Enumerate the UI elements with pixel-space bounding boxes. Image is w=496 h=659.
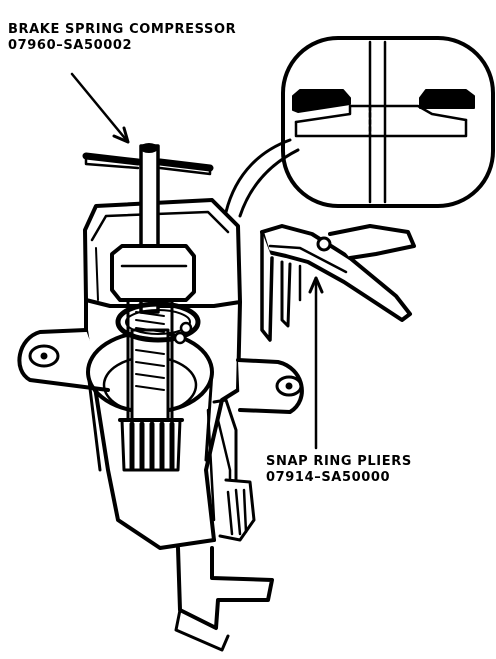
groove-profile [296,106,466,136]
parking-linkage [208,400,254,540]
detail-inset [283,38,493,206]
snap-ring-section [293,90,474,112]
compressor-callout: BRAKE SPRING COMPRESSOR 07960–SA50002 [8,22,236,54]
pliers-leader-arrow [310,278,322,292]
return-spring [136,312,164,390]
snap-ring-pliers [262,226,414,340]
compressor-name: BRAKE SPRING COMPRESSOR [8,22,237,37]
compressor-leader [72,74,128,142]
leader-lines [72,74,322,448]
brake-spring-compressor-tool [86,144,210,470]
inset-connector [226,140,298,216]
pliers-part-number: 07914–SA50000 [266,470,391,485]
compressor-fingers [120,420,182,470]
pliers-callout: SNAP RING PLIERS 07914–SA50000 [266,454,412,486]
compressor-part-number: 07960–SA50002 [8,38,133,53]
pliers-name: SNAP RING PLIERS [266,454,412,469]
snap-ring [118,304,198,343]
compressor-leader-arrow [114,128,128,142]
